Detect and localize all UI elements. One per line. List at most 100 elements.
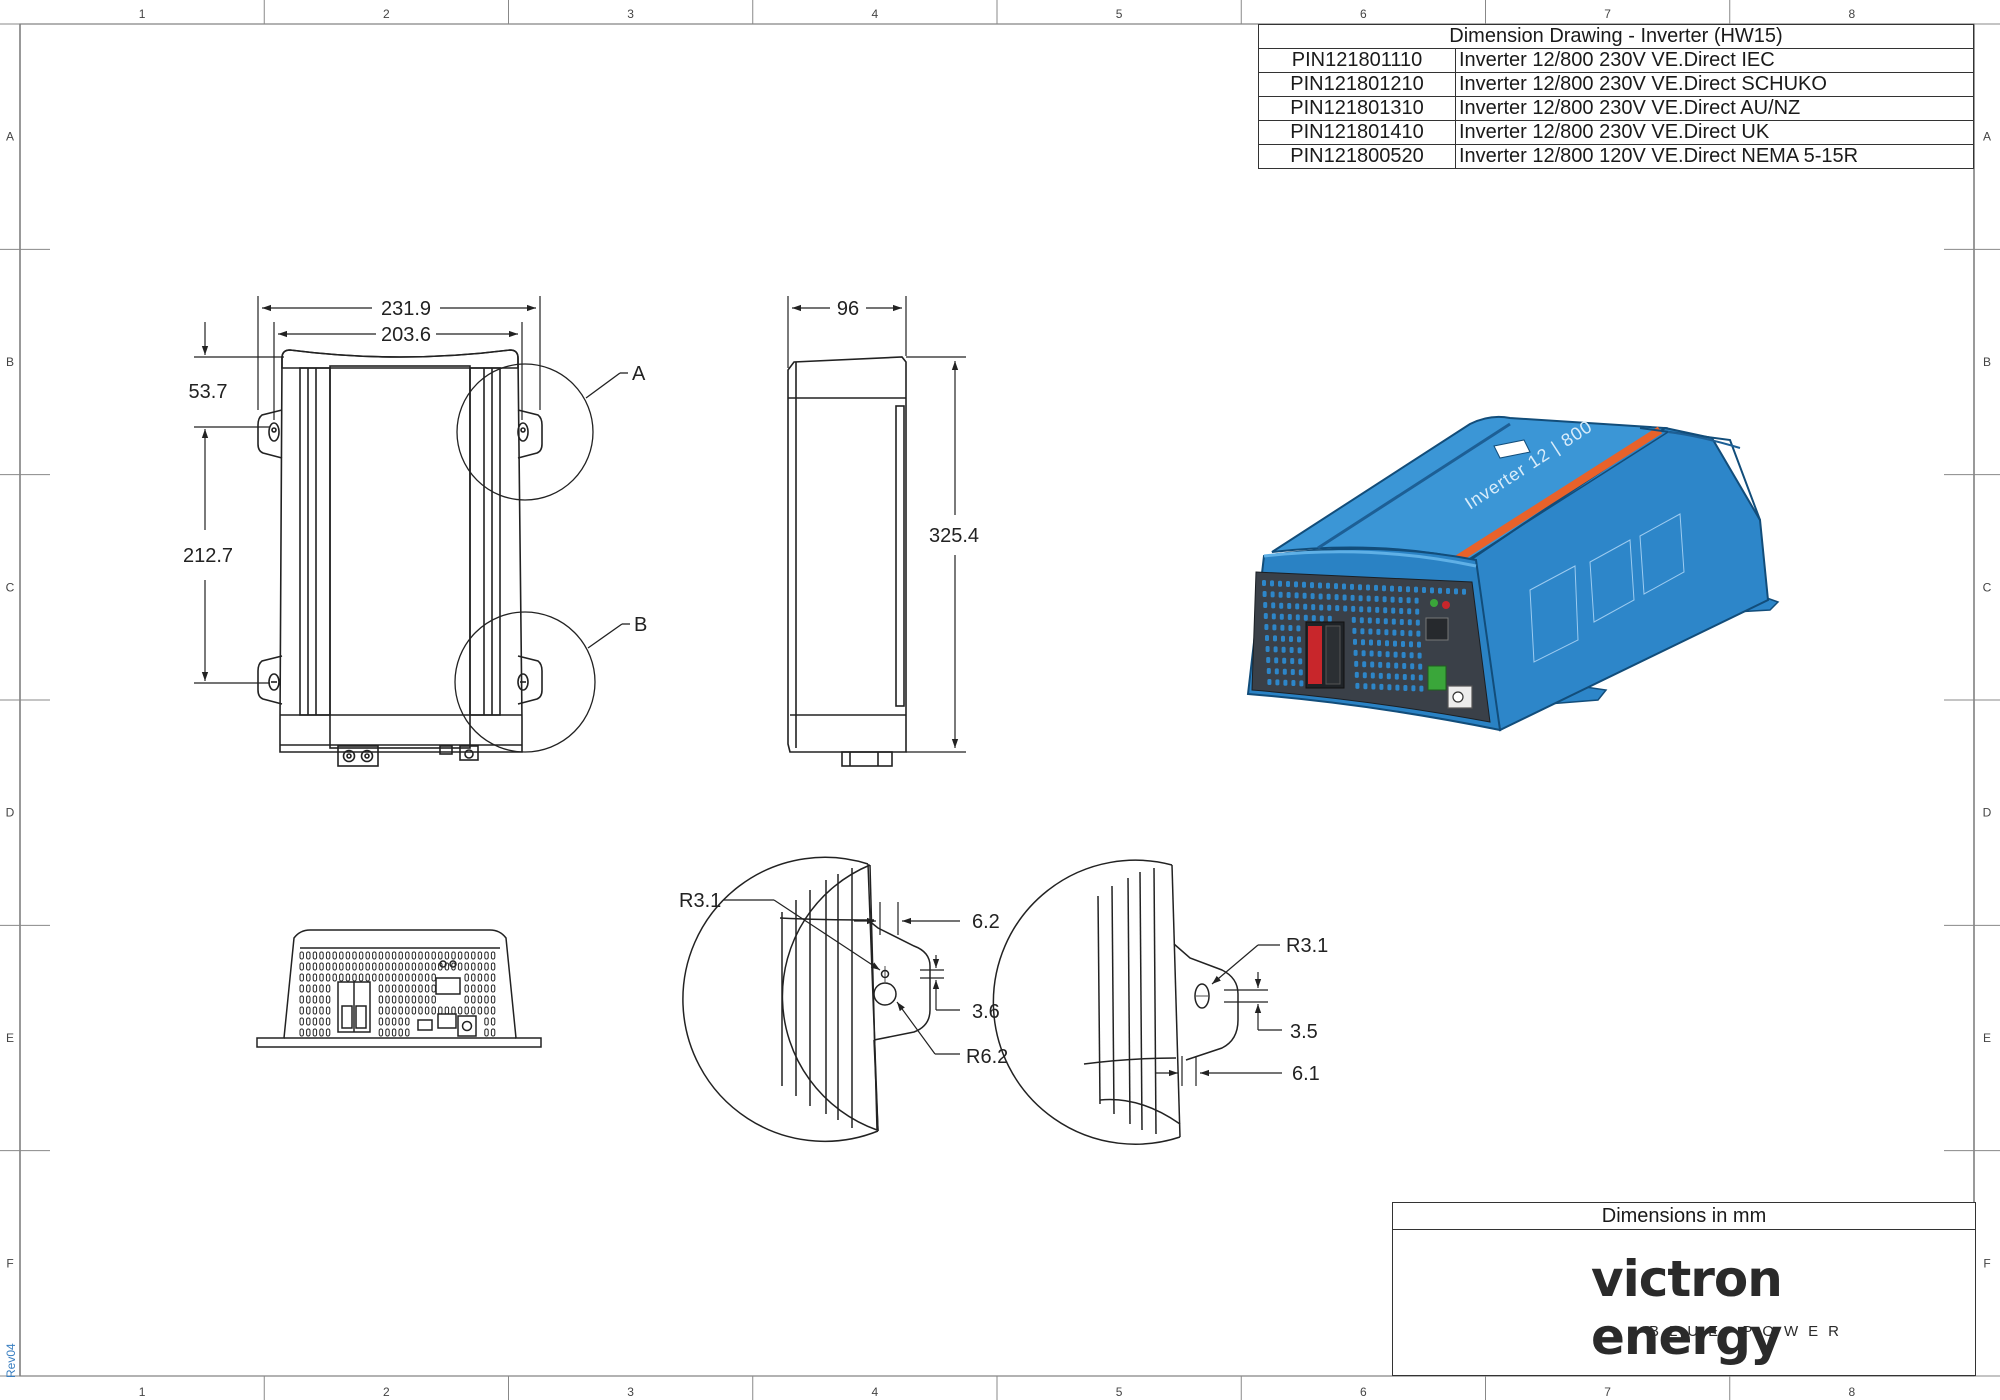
iso-vent-slot [1281,646,1286,653]
vent-slot [484,962,489,971]
iso-vent-slot [1368,628,1373,635]
vent-slot [306,1017,311,1026]
dim-height: 325.4 [929,525,979,547]
vent-slot [490,951,496,960]
vent-slot [424,973,430,982]
vent-slot [306,973,311,982]
vent-slot [306,951,311,960]
iso-vent-slot [1360,628,1365,635]
vent-slot [319,984,324,993]
iso-vent-slot [1383,607,1388,614]
iso-vent-slot [1290,658,1295,665]
iso-vent-slot [1279,613,1284,620]
iso-vent-slot [1327,615,1332,622]
vent-slot [372,962,377,971]
vent-slot [299,1006,304,1015]
vent-slot [372,951,377,960]
iso-vent-slot [1417,652,1422,659]
grid-column-label: 8 [1849,7,1856,21]
detail-a-width: 6.2 [972,911,1000,933]
description-cell: Inverter 12/800 230V VE.Direct UK [1455,120,1974,145]
vent-slot [299,951,304,960]
vent-slot [378,984,384,993]
iso-vent-slot [1386,673,1391,680]
vent-slot [372,973,377,982]
iso-vent-slot [1326,593,1331,600]
vent-slot [411,962,417,971]
iso-vent-slot [1408,630,1413,637]
vent-slot [391,1028,397,1037]
iso-vent-slot [1382,585,1386,592]
vent-slot [398,1006,403,1015]
iso-vent-slot [1393,651,1398,658]
iso-vent-slot [1400,629,1405,636]
iso-vent-slot [1382,596,1387,603]
iso-vent-slot [1399,607,1404,614]
iso-vent-slot [1398,585,1402,592]
isometric-product-render: Inverter 12 | 800 [1246,415,1780,732]
grid-column-label: 1 [139,1385,146,1399]
iso-vent-slot [1265,635,1269,641]
vent-slot [325,951,331,960]
vent-slot [424,962,430,971]
iso-vent-slot [1362,661,1367,668]
iso-vent-slot [1361,639,1365,646]
vent-slot [484,984,489,993]
iso-vent-slot [1390,585,1394,592]
vent-slot [385,1028,390,1037]
iso-vent-slot [1318,593,1323,600]
iso-vent-slot [1266,668,1271,674]
iso-vent-slot [1265,646,1270,652]
iso-vent-slot [1350,594,1355,601]
part-number-cell: PIN121800520 [1258,144,1456,169]
grid-row-label: C [1983,580,1992,594]
iso-vent-slot [1367,606,1372,613]
iso-vent-slot [1419,685,1424,692]
iso-vent-slot [1278,580,1282,587]
iso-vent-slot [1402,662,1407,669]
grid-column-label: 7 [1604,1385,1611,1399]
grid-row-label: B [6,355,14,369]
vent-slot [378,951,384,960]
iso-vent-slot [1385,640,1389,647]
part-number-cell: PIN121801110 [1258,48,1456,73]
units-note: Dimensions in mm [1393,1203,1975,1230]
iso-vent-slot [1407,608,1412,615]
end-view [256,929,542,1048]
iso-vent-slot [1310,582,1314,589]
iso-vent-slot [1411,685,1416,692]
iso-vent-slot [1342,583,1346,590]
iso-vent-slot [1263,613,1268,619]
vent-slot [431,1006,436,1015]
iso-vent-slot [1363,683,1368,690]
vent-slot [299,962,304,971]
iso-vent-slot [1270,580,1274,587]
iso-vent-slot [1290,669,1295,676]
vent-slot [325,962,331,971]
vent-slot [312,973,318,982]
vent-slot [378,1028,384,1037]
iso-vent-slot [1384,629,1389,636]
vent-slot [471,962,476,971]
vent-slot [352,951,357,960]
vent-slot [418,995,423,1004]
iso-vent-slot [1267,679,1272,685]
detail-a-dimensions [723,899,960,1055]
vent-slot [325,1017,331,1026]
vent-slot [424,1006,430,1015]
vent-slot [484,973,489,982]
iso-vent-slot [1294,592,1299,599]
vent-slot [299,984,304,993]
iso-vent-slot [1406,586,1410,593]
vent-slot [477,951,483,960]
part-number-cell: PIN121801410 [1258,120,1456,145]
vent-slot [438,951,443,960]
vent-slot [405,1017,410,1026]
iso-vent-slot [1366,584,1370,591]
iso-vent-slot [1275,679,1280,686]
vent-slot [418,1006,423,1015]
iso-vent-slot [1298,658,1303,665]
vent-slot [471,995,476,1004]
